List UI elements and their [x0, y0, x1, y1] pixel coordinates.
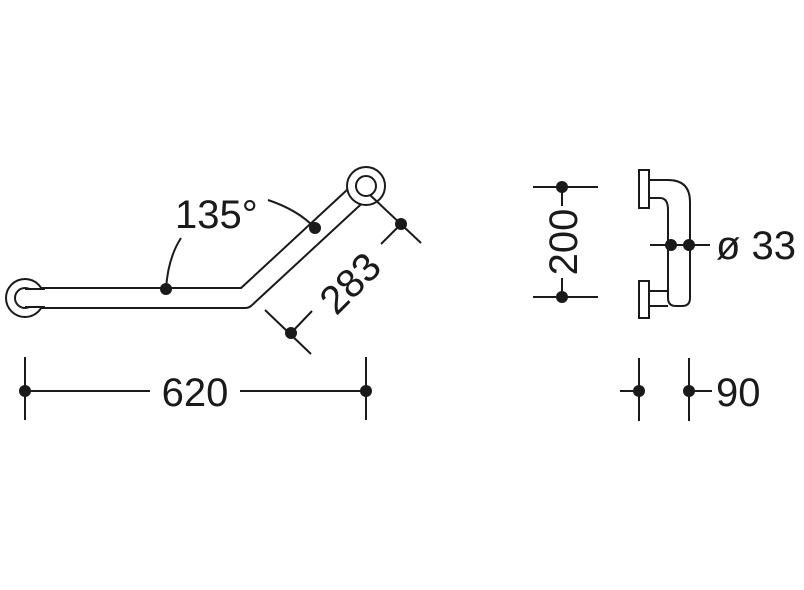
- leg-dim-dot-top: [395, 218, 407, 230]
- projection-dim-dot-right: [683, 385, 695, 397]
- leg-label: 283: [312, 245, 390, 323]
- width-label: 620: [162, 371, 229, 415]
- diameter-dim-dot-right: [683, 239, 695, 251]
- width-dim-dot-left: [19, 385, 31, 397]
- diameter-dim-dot-left: [665, 239, 677, 251]
- grab-bar-side-view: [638, 169, 691, 319]
- lower-wall-plate: [638, 280, 650, 319]
- angle-label: 135°: [175, 193, 258, 237]
- height-dim-dot-bottom: [556, 291, 568, 303]
- grab-bar-top-view: [5, 166, 386, 318]
- angle-dimension: 135°: [160, 193, 321, 295]
- projection-dimension: 90: [620, 358, 761, 421]
- width-dim-dot-right: [360, 385, 372, 397]
- height-dim-dot-top: [556, 181, 568, 193]
- angle-marker-dot-left: [160, 283, 172, 295]
- projection-label: 90: [716, 371, 761, 415]
- angle-marker-dot-right: [309, 222, 321, 234]
- width-dimension: 620: [19, 357, 372, 420]
- height-label: 200: [542, 209, 586, 276]
- diameter-label: ø 33: [716, 224, 796, 268]
- right-wall-flange: [346, 166, 386, 206]
- height-dimension: 200: [533, 181, 598, 303]
- projection-dim-dot-left: [633, 385, 645, 397]
- upper-wall-plate: [638, 169, 650, 209]
- leg-dim-dot-bottom: [285, 327, 297, 339]
- diameter-dimension: ø 33: [650, 224, 796, 268]
- left-wall-flange: [5, 278, 55, 318]
